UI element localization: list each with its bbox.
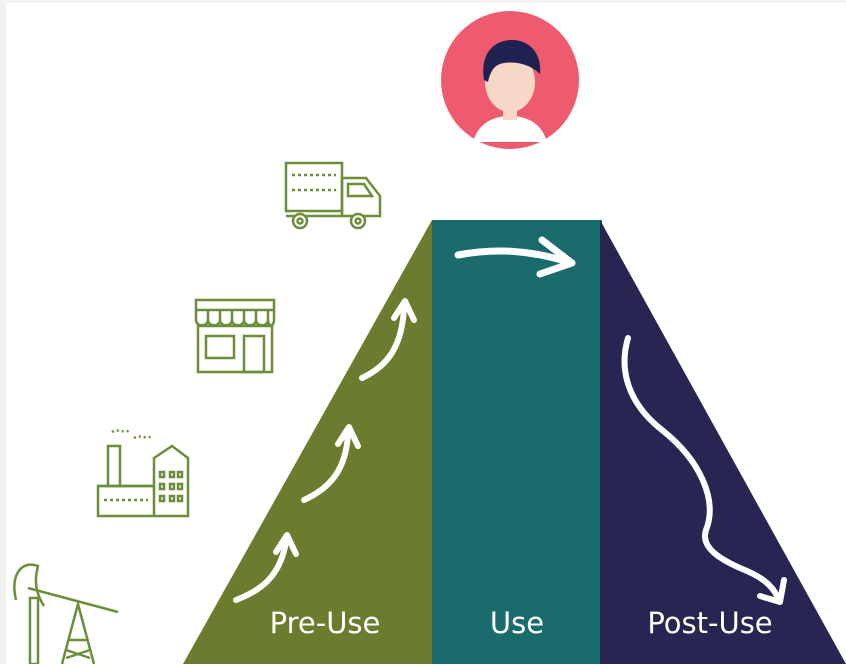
pre-use-arrow-2: [301, 424, 361, 503]
oil-pump-icon: [13, 563, 119, 666]
pre-use-segment: [183, 220, 432, 664]
frame-edge-top: [0, 0, 846, 3]
pre-use-arrow-1: [233, 532, 299, 603]
pre-use-arrow-3: [359, 298, 417, 381]
post-use-arrow: [621, 335, 787, 605]
use-label: Use: [489, 606, 545, 640]
pre-use-label: Pre-Use: [269, 606, 381, 640]
post-use-segment: [600, 220, 846, 664]
store-icon: [194, 298, 276, 374]
use-segment: [432, 220, 602, 664]
person-avatar-icon: [441, 11, 579, 149]
factory-icon: [96, 428, 190, 518]
post-use-label: Post-Use: [647, 606, 773, 640]
delivery-truck-icon: [284, 161, 382, 230]
use-arrow: [454, 236, 576, 278]
frame-edge-left: [0, 0, 6, 664]
